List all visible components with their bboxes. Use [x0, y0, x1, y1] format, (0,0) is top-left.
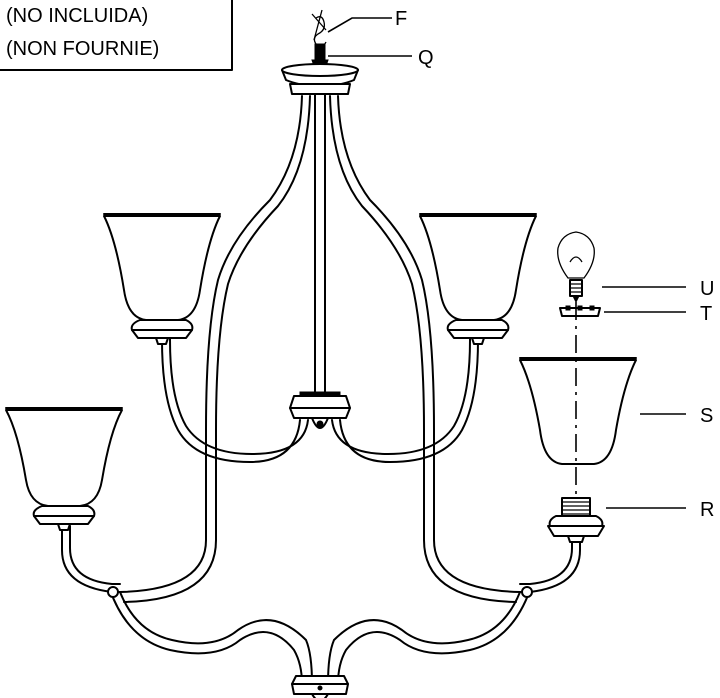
- wire-f: [311, 9, 327, 48]
- bottom-hub: [291, 675, 349, 698]
- label-r: R: [700, 499, 714, 521]
- label-f: F: [395, 8, 407, 30]
- not-included-note: (NO INCLUIDA) (NON FOURNIE): [0, 0, 233, 71]
- leader-lines: [327, 17, 686, 509]
- note-line-1: (NO INCLUIDA): [6, 5, 148, 27]
- note-line-2: (NON FOURNIE): [6, 38, 159, 60]
- upper-inner-arms: [161, 315, 479, 463]
- upper-outer-arms: [119, 95, 521, 603]
- lower-outer-arms: [61, 525, 581, 593]
- bulb-u: [557, 231, 595, 304]
- shade-upper-left: [103, 213, 221, 345]
- bottom-arms: [107, 586, 533, 685]
- label-q: Q: [418, 47, 434, 69]
- center-rod: [314, 93, 326, 395]
- label-u: U: [700, 278, 714, 300]
- canopy: [281, 63, 359, 95]
- label-t: T: [700, 303, 712, 325]
- shade-upper-right: [419, 213, 537, 345]
- middle-hub: [289, 391, 351, 429]
- connector-q: [311, 43, 329, 67]
- shade-lower-left: [5, 407, 123, 531]
- label-s: S: [700, 405, 713, 427]
- shade-s: [519, 357, 637, 465]
- socket-r: [547, 497, 605, 543]
- ring-t: [559, 305, 601, 317]
